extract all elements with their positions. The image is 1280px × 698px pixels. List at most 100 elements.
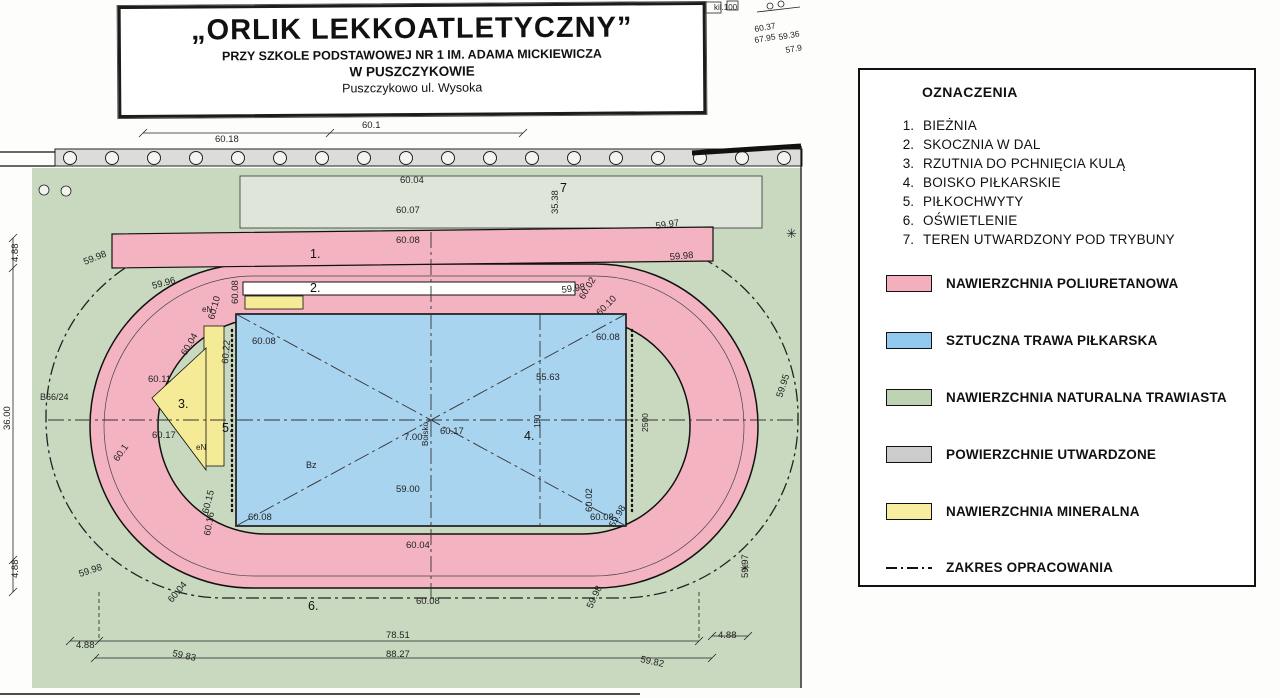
dimension-label: 60.11: [148, 374, 171, 385]
legend-item-label: TEREN UTWARDZONY POD TRYBUNY: [923, 232, 1175, 247]
dimension-label: 59.00: [396, 484, 420, 495]
dimension-label: 60.07: [396, 205, 420, 216]
tree-icon: [609, 151, 623, 165]
surface-label: NAWIERZCHNIA MINERALNA: [946, 504, 1140, 519]
legend-item-number: 1.: [902, 118, 914, 133]
legend-item: 1. BIEŻNIA: [892, 116, 1240, 135]
dimension-label: 60.04: [400, 175, 424, 186]
dimension-label: 60.08: [596, 332, 620, 343]
dimension-label: 67.95: [754, 31, 777, 45]
tree-icon: [483, 151, 497, 165]
legend-surface-item: NAWIERZCHNIA POLIURETANOWA: [886, 275, 1240, 292]
tree-icon: [315, 151, 329, 165]
dimension-label: 59.97: [655, 218, 680, 232]
tree-icon: [777, 151, 791, 165]
drawing-subtitle-city: W PUSZCZYKOWIE: [349, 63, 475, 80]
dimension-label: 59.82: [639, 654, 665, 670]
surface-label: NAWIERZCHNIA NATURALNA TRAWIASTA: [946, 390, 1227, 405]
legend-list: 1. BIEŻNIA 2. SKOCZNIA W DAL 3. RZUTNIA …: [886, 116, 1240, 249]
tree-icon: [357, 151, 371, 165]
legend-item-number: 5.: [902, 194, 914, 209]
legend-surface-item: SZTUCZNA TRAWA PIŁKARSKA: [886, 332, 1240, 349]
dimension-label: 7.00: [404, 432, 423, 443]
dimension-label: 60.22: [220, 340, 233, 365]
dimension-label: 4.88: [718, 630, 737, 641]
dimension-label: 88.27: [386, 649, 410, 660]
surface-swatch: [886, 389, 932, 406]
dimension-label: 60.08: [248, 512, 272, 523]
legend-item: 6. OŚWIETLENIE: [892, 211, 1240, 230]
scan-artifacts: [38, 0, 801, 197]
legend-item-label: BOISKO PIŁKARSKIE: [923, 175, 1061, 190]
legend-item-label: SKOCZNIA W DAL: [923, 137, 1041, 152]
tree-icon: [105, 151, 119, 165]
dimension-label: Bz: [306, 460, 317, 470]
plan-markers: 1.2.3.4.5.6.7: [178, 181, 567, 613]
dimension-label: eN: [196, 443, 206, 452]
dimension-label: 59.98: [561, 282, 586, 296]
feature-number-marker: 5.: [222, 421, 232, 435]
surface-swatch: [886, 503, 932, 520]
dimension-label: 60.37: [754, 20, 777, 34]
surface-swatch: [886, 332, 932, 349]
dash-dot-line-icon: [886, 566, 932, 569]
feature-number-marker: 7: [560, 181, 567, 195]
feature-number-marker: 1.: [310, 247, 320, 261]
feature-number-marker: 3.: [178, 397, 188, 411]
dimension-label: 60.08: [230, 280, 241, 304]
dimension-lines: [8, 128, 753, 663]
surface-label: POWIERZCHNIE UTWARDZONE: [946, 447, 1157, 462]
light-pole-icon: ✳: [740, 561, 750, 575]
drawing-title: „ORLIK LEKKOATLETYCZNY”: [191, 11, 633, 47]
dimension-label: 60.08: [416, 596, 440, 607]
tree-icon: [567, 151, 581, 165]
dimension-label: 60.02: [584, 488, 595, 512]
legend-title: OZNACZENIA: [922, 84, 1018, 100]
feature-number-marker: 6.: [308, 599, 318, 613]
surface-swatch: [886, 446, 932, 463]
legend-line-label: ZAKRES OPRACOWANIA: [946, 560, 1114, 575]
legend-item: 2. SKOCZNIA W DAL: [892, 135, 1240, 154]
surface-swatch: [886, 275, 932, 292]
legend-item-number: 2.: [902, 137, 914, 152]
drawing-subtitle-address: Puszczykowo ul. Wysoka: [342, 80, 483, 96]
dimension-label: 59.97: [740, 554, 751, 578]
tree-row: [63, 151, 791, 165]
dimension-label: Boisko: [421, 421, 430, 446]
surface-label: SZTUCZNA TRAWA PIŁKARSKA: [946, 333, 1158, 348]
tree-icon: [735, 151, 749, 165]
legend-surface-item: NAWIERZCHNIA NATURALNA TRAWIASTA: [886, 389, 1240, 406]
long-jump-runway: [242, 281, 576, 296]
tree-icon: [441, 151, 455, 165]
dimension-label: eN: [202, 305, 212, 314]
legend-item: 3. RZUTNIA DO PCHNIĘCIA KULĄ: [892, 154, 1240, 173]
shot-put-sector: [151, 347, 207, 472]
long-jump-sandpit: [244, 295, 304, 310]
dimension-label: kil.100: [714, 3, 738, 12]
legend-surface-item: NAWIERZCHNIA MINERALNA: [886, 503, 1240, 520]
dimension-label: B66/24: [40, 392, 69, 402]
dimension-label: 60.08: [396, 235, 420, 246]
legend-item-label: OŚWIETLENIE: [923, 213, 1018, 228]
dimension-label: 60.1: [362, 120, 381, 131]
dimension-label: 59.98: [669, 250, 694, 263]
dimension-label: 60.16: [202, 511, 217, 536]
feature-number-marker: 4.: [524, 429, 534, 443]
dimension-label: 60.04: [406, 540, 430, 551]
title-block: „ORLIK LEKKOATLETYCZNY” PRZY SZKOLE PODS…: [116, 0, 708, 120]
legend-line-item: ZAKRES OPRACOWANIA: [886, 560, 1240, 575]
dimension-label: 55.63: [536, 372, 560, 383]
legend-box: OZNACZENIA 1. BIEŻNIA 2. SKOCZNIA W DAL …: [858, 68, 1256, 587]
legend-item-label: PIŁKOCHWYTY: [923, 194, 1024, 209]
legend-item-label: RZUTNIA DO PCHNIĘCIA KULĄ: [923, 156, 1126, 171]
dimension-label: 60.08: [590, 512, 614, 523]
dimension-label: 4.88: [10, 244, 21, 263]
dimension-label: 2500: [640, 413, 650, 432]
drawing-subtitle-school: PRZY SZKOLE PODSTAWOWEJ NR 1 IM. ADAMA M…: [221, 46, 602, 64]
bold-edge-line: [691, 143, 802, 156]
tree-icon: [231, 151, 245, 165]
legend-item: 7. TEREN UTWARDZONY POD TRYBUNY: [892, 230, 1240, 249]
